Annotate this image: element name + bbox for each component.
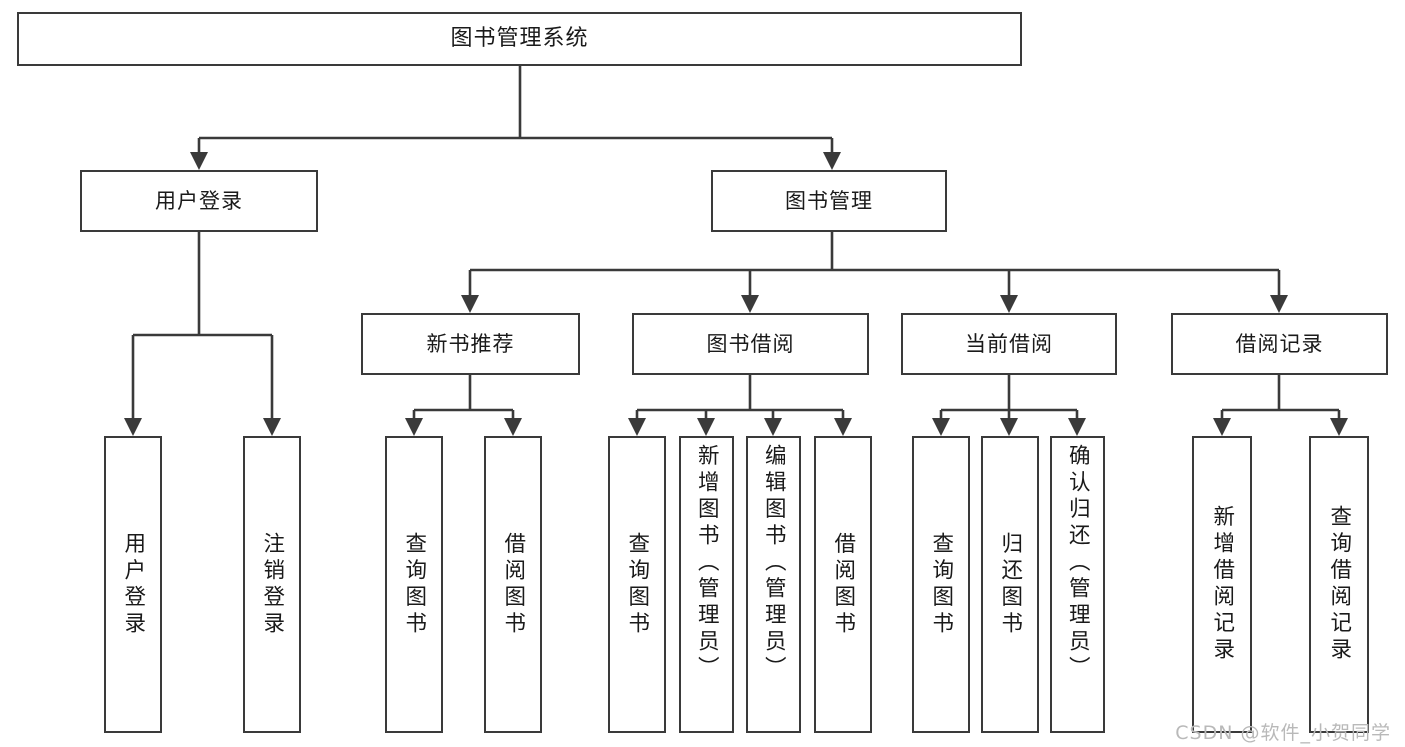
leaf-bookborrow-edit-book-admin[interactable]: 编辑图书（管理员） bbox=[746, 436, 801, 733]
leaf-label: 用户登录 bbox=[120, 531, 146, 638]
leaf-label: 确认归还（管理员） bbox=[1065, 444, 1091, 683]
node-book-management[interactable]: 图书管理 bbox=[711, 170, 947, 232]
arrowhead-current-borrow bbox=[1000, 295, 1018, 313]
arrowhead-bookborrow-leaf1 bbox=[628, 418, 646, 436]
leaf-borrowrecord-add-record[interactable]: 新增借阅记录 bbox=[1192, 436, 1252, 733]
leaf-label: 查询图书 bbox=[624, 531, 650, 638]
leaf-bookborrow-borrow-book[interactable]: 借阅图书 bbox=[814, 436, 872, 733]
arrowhead-borrowrecord-leaf2 bbox=[1330, 418, 1348, 436]
arrowhead-newbook-leaf1 bbox=[405, 418, 423, 436]
leaf-newbook-borrow-book[interactable]: 借阅图书 bbox=[484, 436, 542, 733]
arrowhead-borrowrecord-leaf1 bbox=[1213, 418, 1231, 436]
arrowhead-currentborrow-leaf2 bbox=[1000, 418, 1018, 436]
leaf-newbook-query-book[interactable]: 查询图书 bbox=[385, 436, 443, 733]
leaf-label: 查询图书 bbox=[401, 531, 427, 638]
leaf-currentborrow-confirm-return-admin[interactable]: 确认归还（管理员） bbox=[1050, 436, 1105, 733]
leaf-borrowrecord-query-record[interactable]: 查询借阅记录 bbox=[1309, 436, 1369, 733]
arrowhead-book-manage bbox=[823, 152, 841, 170]
node-new-book-recommend[interactable]: 新书推荐 bbox=[361, 313, 580, 375]
node-label: 图书管理 bbox=[785, 188, 873, 213]
watermark: CSDN @软件_小贺同学 bbox=[1175, 722, 1391, 744]
leaf-label: 新增图书（管理员） bbox=[694, 444, 720, 683]
node-book-borrow[interactable]: 图书借阅 bbox=[632, 313, 869, 375]
leaf-currentborrow-query-book[interactable]: 查询图书 bbox=[912, 436, 970, 733]
node-label: 图书管理系统 bbox=[450, 26, 589, 52]
node-current-borrow[interactable]: 当前借阅 bbox=[901, 313, 1117, 375]
leaf-label: 借阅图书 bbox=[500, 531, 526, 638]
leaf-label: 归还图书 bbox=[997, 531, 1023, 638]
leaf-label: 编辑图书（管理员） bbox=[761, 444, 787, 683]
arrowhead-new-book bbox=[461, 295, 479, 313]
arrowhead-newbook-leaf2 bbox=[504, 418, 522, 436]
leaf-bookborrow-add-book-admin[interactable]: 新增图书（管理员） bbox=[679, 436, 734, 733]
leaf-bookborrow-query-book[interactable]: 查询图书 bbox=[608, 436, 666, 733]
arrowhead-user-login bbox=[190, 152, 208, 170]
leaf-label: 查询借阅记录 bbox=[1326, 505, 1352, 664]
node-label: 用户登录 bbox=[155, 188, 243, 213]
leaf-label: 注销登录 bbox=[259, 531, 285, 638]
leaf-label: 新增借阅记录 bbox=[1209, 505, 1235, 664]
node-root-library-system[interactable]: 图书管理系统 bbox=[17, 12, 1022, 66]
node-user-login[interactable]: 用户登录 bbox=[80, 170, 318, 232]
arrowhead-borrow-record bbox=[1270, 295, 1288, 313]
leaf-currentborrow-return-book[interactable]: 归还图书 bbox=[981, 436, 1039, 733]
leaf-label: 查询图书 bbox=[928, 531, 954, 638]
arrowhead-bookborrow-leaf3 bbox=[764, 418, 782, 436]
node-label: 借阅记录 bbox=[1235, 331, 1324, 356]
arrowhead-currentborrow-leaf3 bbox=[1068, 418, 1086, 436]
arrowhead-bookborrow-leaf4 bbox=[834, 418, 852, 436]
leaf-label: 借阅图书 bbox=[830, 531, 856, 638]
arrowhead-bookborrow-leaf2 bbox=[697, 418, 715, 436]
arrowhead-currentborrow-leaf1 bbox=[932, 418, 950, 436]
leaf-logout[interactable]: 注销登录 bbox=[243, 436, 301, 733]
arrowhead-book-borrow bbox=[741, 295, 759, 313]
node-borrow-record[interactable]: 借阅记录 bbox=[1171, 313, 1388, 375]
node-label: 图书借阅 bbox=[706, 331, 795, 356]
node-label: 当前借阅 bbox=[965, 331, 1053, 356]
arrowhead-leaf-logout bbox=[263, 418, 281, 436]
arrowhead-leaf-user-login bbox=[124, 418, 142, 436]
node-label: 新书推荐 bbox=[426, 331, 515, 356]
leaf-user-login[interactable]: 用户登录 bbox=[104, 436, 162, 733]
